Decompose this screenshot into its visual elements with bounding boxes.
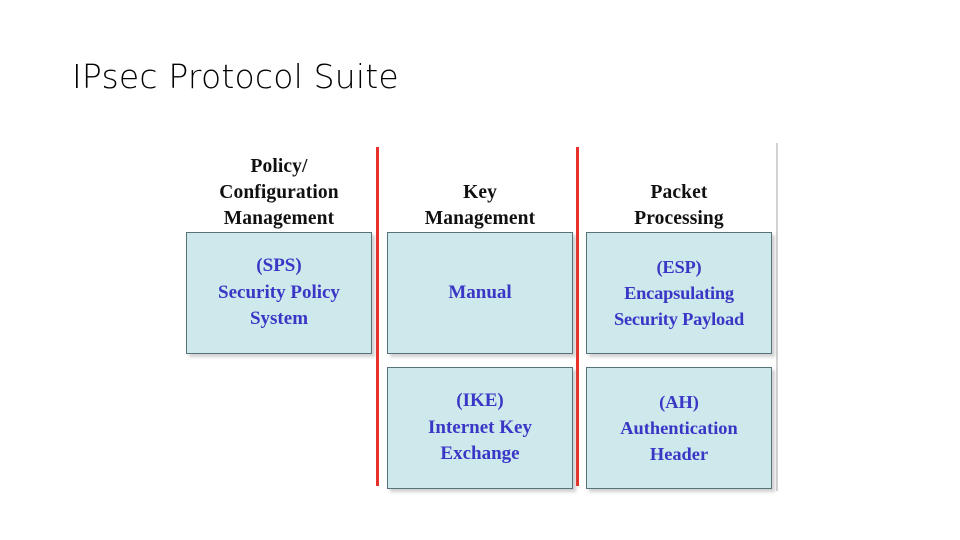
column-divider-2	[576, 147, 579, 486]
column-header-key-management: Key Management	[387, 138, 573, 232]
node-box-line: (IKE)	[456, 389, 504, 411]
diagram-frame-right-edge	[776, 143, 778, 491]
node-box-line: System	[249, 308, 309, 330]
node-box-manual[interactable]: Manual	[387, 232, 573, 354]
node-box-line: Authentication	[620, 417, 738, 438]
column-header-line: Key	[463, 182, 497, 204]
column-packet-processing: Packet Processing (ESP) Encapsulating Se…	[586, 138, 772, 502]
column-header-line: Configuration	[219, 182, 339, 204]
column-header-line: Processing	[634, 208, 724, 230]
node-box-ah[interactable]: (AH) Authentication Header	[586, 367, 772, 489]
column-header-packet-processing: Packet Processing	[586, 138, 772, 232]
node-box-esp[interactable]: (ESP) Encapsulating Security Payload	[586, 232, 772, 354]
node-box-sps[interactable]: (SPS) Security Policy System	[186, 232, 372, 354]
column-key-management: Key Management Manual (IKE) Internet Key…	[387, 138, 573, 502]
column-policy-configuration-management: Policy/ Configuration Management (SPS) S…	[186, 138, 372, 367]
column-divider-1	[376, 147, 379, 486]
node-box-line: (ESP)	[656, 256, 702, 277]
column-header-line: Policy/	[250, 156, 308, 178]
node-box-line: Internet Key	[428, 416, 532, 438]
node-box-line: Header	[649, 444, 709, 465]
column-header-line: Management	[223, 208, 335, 230]
column-header-line: Management	[424, 208, 536, 230]
page-title: IPsec Protocol Suite	[72, 57, 399, 96]
node-box-line: Encapsulating	[624, 282, 734, 303]
node-box-line: Exchange	[440, 443, 520, 465]
node-box-line: Security Payload	[613, 309, 745, 330]
node-box-ike[interactable]: (IKE) Internet Key Exchange	[387, 367, 573, 489]
node-box-line: Security Policy	[218, 281, 340, 303]
node-box-line: Manual	[448, 281, 512, 303]
node-box-line: (SPS)	[256, 254, 302, 276]
ipsec-protocol-suite-diagram: Policy/ Configuration Management (SPS) S…	[180, 138, 780, 493]
column-header-line: Packet	[650, 182, 708, 204]
column-header-policy-configuration-management: Policy/ Configuration Management	[186, 138, 372, 232]
node-box-line: (AH)	[659, 391, 699, 412]
